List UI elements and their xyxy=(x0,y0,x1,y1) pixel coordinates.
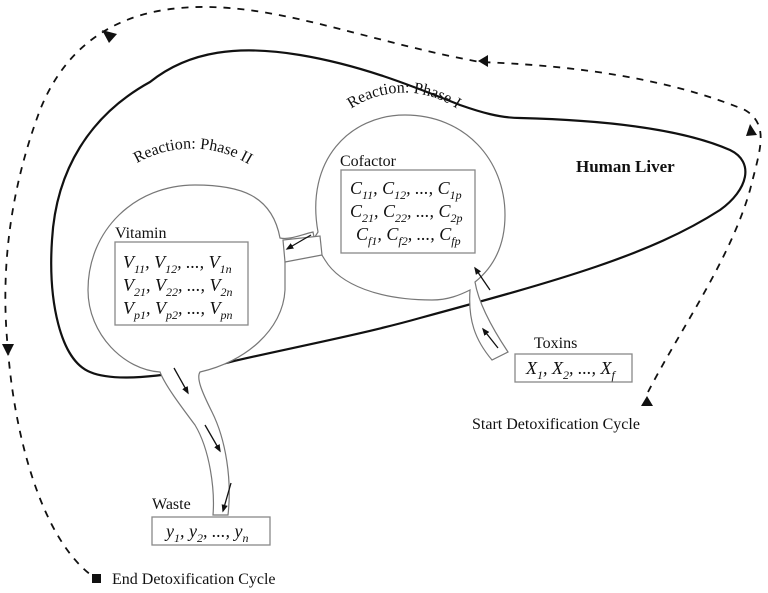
subscript: 1 xyxy=(174,531,180,545)
subscript: 2n xyxy=(221,285,233,299)
subscript: 1p xyxy=(450,188,462,202)
symbol: , ..., C xyxy=(406,178,451,198)
cofactor-row: Cf1, Cf2, ..., Cfp xyxy=(356,224,461,248)
cycle-arrow-icon xyxy=(746,124,757,136)
cofactor-row: C11, C12, ..., C1p xyxy=(350,178,462,202)
symbol: V xyxy=(123,298,136,318)
toxins-box xyxy=(514,353,633,383)
symbol: y xyxy=(164,521,174,541)
flow-arrow-icon xyxy=(173,367,189,395)
cofactor-title: Cofactor xyxy=(340,153,397,170)
toxins-row: X1, X2, ..., Xf xyxy=(525,358,617,382)
detox-cycle-path xyxy=(4,6,762,579)
subscript: f2 xyxy=(398,234,407,248)
symbol: , ..., C xyxy=(408,224,453,244)
waste-title: Waste xyxy=(152,496,191,513)
symbol: , ..., C xyxy=(407,201,452,221)
cofactor-row: C21, C22, ..., C2p xyxy=(350,201,463,225)
symbol: , ..., V xyxy=(178,298,223,318)
vitamin-row: V11, V12, ..., V1n xyxy=(123,252,232,276)
phase1-arc-label: Reaction: Phase I xyxy=(344,80,464,113)
organ-label: Human Liver xyxy=(576,157,675,176)
waste-box xyxy=(151,516,271,546)
subscript: f1 xyxy=(368,234,377,248)
cycle-arrow-icon xyxy=(478,55,488,67)
symbol: C xyxy=(350,178,363,198)
subscript: 2 xyxy=(563,368,569,382)
cycle-arrow-icon xyxy=(2,344,14,356)
symbol: , C xyxy=(377,224,399,244)
vitamin-box xyxy=(114,241,249,326)
symbol: , ..., V xyxy=(177,252,222,272)
subscript: 11 xyxy=(134,262,145,276)
symbol: , C xyxy=(373,178,395,198)
symbol: , C xyxy=(374,201,396,221)
subscript: 21 xyxy=(134,285,146,299)
subscript: 2p xyxy=(451,211,463,225)
symbol: V xyxy=(123,275,136,295)
subscript: 22 xyxy=(395,211,407,225)
symbol: , ..., y xyxy=(203,521,243,541)
flow-arrow-icon xyxy=(221,482,232,513)
phase2-arc-label: Reaction: Phase II xyxy=(131,135,256,167)
start-triangle-icon xyxy=(641,396,653,406)
cofactor-box xyxy=(340,169,476,254)
subscript: p2 xyxy=(165,308,178,322)
symbol: , V xyxy=(146,275,168,295)
vitamin-row: V21, V22, ..., V2n xyxy=(123,275,233,299)
subscript: 2 xyxy=(197,531,203,545)
symbol: V xyxy=(123,252,136,272)
symbol: , V xyxy=(146,298,168,318)
waste-vector: y1, y2, ..., yn xyxy=(164,521,249,545)
subscript: 11 xyxy=(362,188,373,202)
subscript: pn xyxy=(220,308,233,322)
waste-row: y1, y2, ..., yn xyxy=(164,521,249,545)
liver-outline xyxy=(50,49,747,379)
subscript: 1 xyxy=(537,368,543,382)
flow-arrow-icon xyxy=(204,424,221,453)
symbol: C xyxy=(350,201,363,221)
subscript: 22 xyxy=(166,285,178,299)
start-cycle-label: Start Detoxification Cycle xyxy=(472,416,640,433)
subscript: f xyxy=(612,368,617,382)
subscript: 21 xyxy=(362,211,374,225)
symbol: , V xyxy=(145,252,167,272)
cycle-arrow-icon xyxy=(102,30,117,43)
symbol: , X xyxy=(543,358,564,378)
symbol: X xyxy=(525,358,538,378)
end-cycle-label: End Detoxification Cycle xyxy=(112,571,276,588)
symbol: , y xyxy=(180,521,197,541)
subscript: 12 xyxy=(394,188,406,202)
subscript: 1n xyxy=(220,262,232,276)
flow-arrow-icon xyxy=(474,266,491,291)
toxins-vector: X1, X2, ..., Xf xyxy=(525,358,617,382)
vitamin-row: Vp1, Vp2, ..., Vpn xyxy=(123,298,233,322)
subscript: fp xyxy=(451,234,460,248)
flow-arrow-icon xyxy=(285,234,312,250)
end-square-icon xyxy=(92,574,101,583)
toxins-title: Toxins xyxy=(534,335,577,352)
subscript: p1 xyxy=(133,308,146,322)
subscript: n xyxy=(243,531,249,545)
subscript: 12 xyxy=(165,262,177,276)
vitamin-title: Vitamin xyxy=(115,225,166,242)
symbol: , ..., X xyxy=(569,358,613,378)
symbol: , ..., V xyxy=(178,275,223,295)
symbol: C xyxy=(356,224,369,244)
flow-arrow-icon xyxy=(482,327,499,349)
